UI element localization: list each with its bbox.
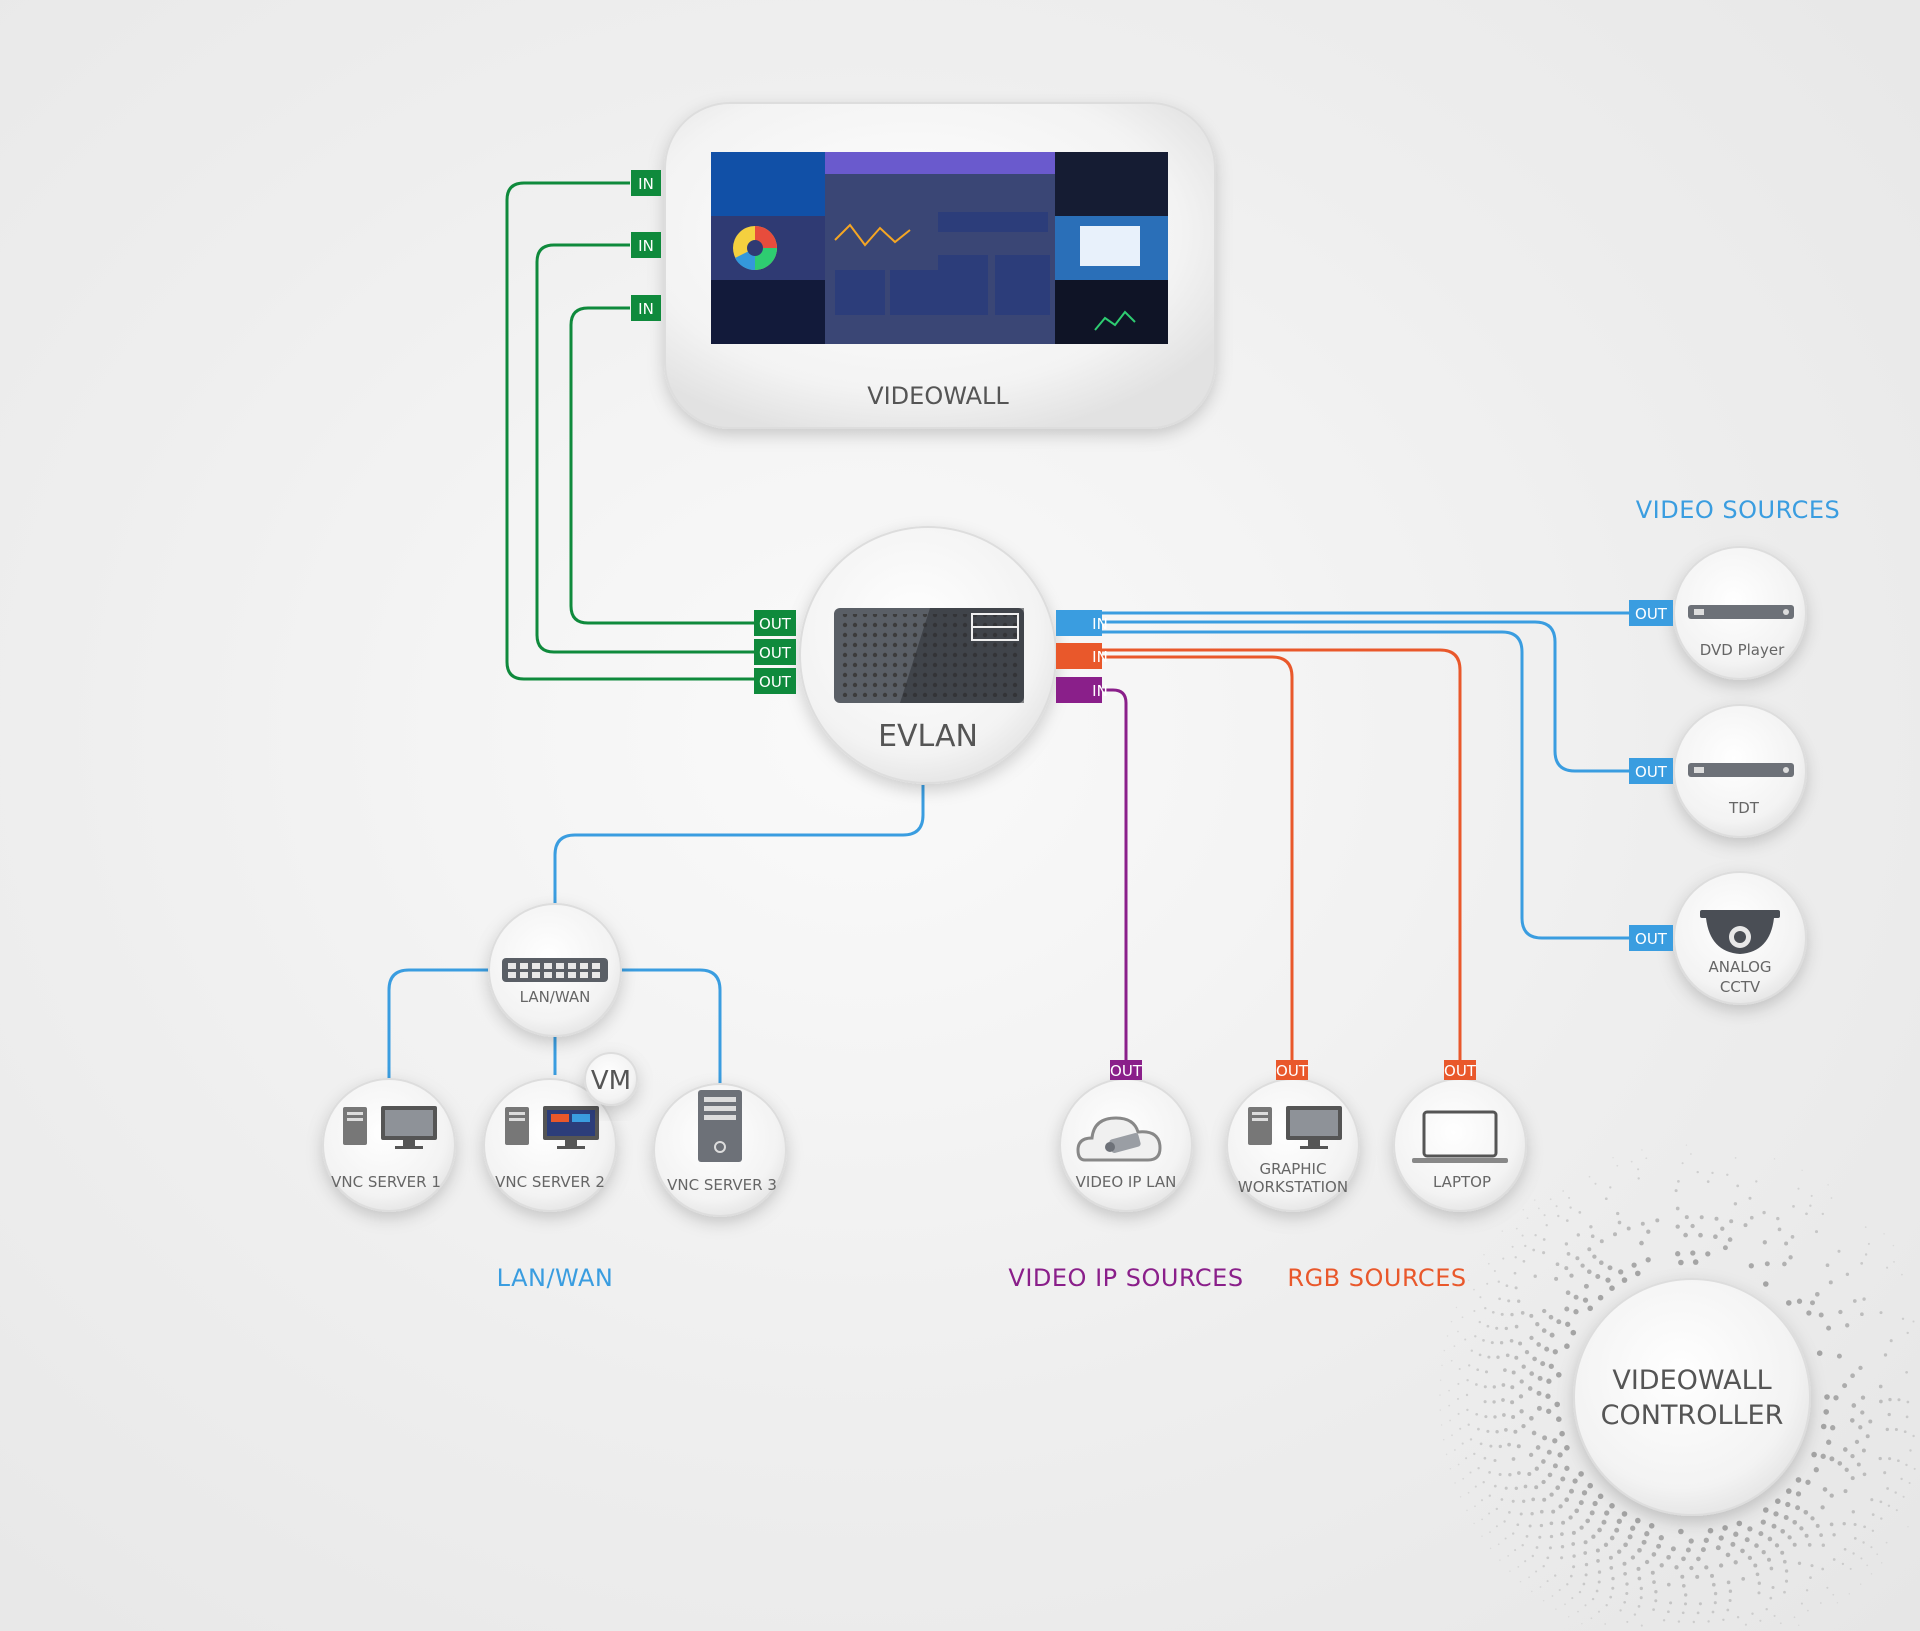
svg-text:OUT: OUT	[1444, 1062, 1477, 1080]
vnc-server-1-label: VNC SERVER 1	[331, 1173, 441, 1191]
videowall-node[interactable]: VIDEOWALL IN IN IN	[631, 103, 1215, 428]
evlan-in-port-1: IN	[1056, 610, 1108, 636]
videowall-screen	[711, 152, 1168, 344]
controller-label-line2: CONTROLLER	[1601, 1400, 1784, 1431]
svg-text:OUT: OUT	[1635, 763, 1668, 781]
evlan-device-icon	[834, 608, 1024, 703]
svg-text:IN: IN	[638, 175, 654, 193]
evlan-in-port-2: IN	[1056, 643, 1108, 669]
dvd-player-label: DVD Player	[1700, 641, 1785, 659]
svg-text:OUT: OUT	[1276, 1062, 1309, 1080]
lan-wan-title: LAN/WAN	[497, 1264, 614, 1292]
purple-link-videoip	[1100, 690, 1126, 1062]
controller-label-line1: VIDEOWALL	[1612, 1365, 1771, 1396]
lan-switch-node[interactable]: LAN/WAN	[489, 904, 621, 1036]
vnc-server-1-node[interactable]: VNC SERVER 1	[323, 1079, 455, 1211]
blue-link-vnc1	[389, 970, 500, 1085]
vnc-server-3-label: VNC SERVER 3	[667, 1176, 777, 1194]
rgb-sources-title: RGB SOURCES	[1287, 1264, 1466, 1292]
laptop-label: LAPTOP	[1433, 1173, 1491, 1191]
videowall-port-3: IN	[631, 295, 661, 321]
svg-text:OUT: OUT	[1635, 930, 1668, 948]
svg-text:IN: IN	[638, 300, 654, 318]
video-ip-lan-node[interactable]: VIDEO IP LAN OUT	[1060, 1060, 1192, 1211]
orange-link-laptop	[1100, 650, 1460, 1062]
evlan-out-port-1: OUT	[754, 610, 796, 636]
video-ip-lan-label: VIDEO IP LAN	[1076, 1173, 1177, 1191]
cctv-port: OUT	[1629, 925, 1673, 951]
svg-text:OUT: OUT	[759, 615, 792, 633]
workstation-port: OUT	[1276, 1060, 1309, 1080]
evlan-label: EVLAN	[878, 719, 978, 754]
server-tower-icon	[698, 1090, 742, 1162]
videowall-label: VIDEOWALL	[867, 382, 1009, 410]
svg-text:IN: IN	[1092, 615, 1108, 633]
tdt-receiver-icon	[1688, 763, 1794, 777]
svg-text:OUT: OUT	[759, 644, 792, 662]
vnc-server-2-node[interactable]: VNC SERVER 2 VM	[484, 1053, 637, 1211]
orange-link-workstation	[1100, 657, 1292, 1062]
evlan-out-port-3: OUT	[754, 668, 796, 694]
svg-text:VM: VM	[591, 1066, 631, 1096]
video-sources-title: VIDEO SOURCES	[1636, 496, 1841, 524]
tdt-node[interactable]: TDT OUT	[1629, 705, 1806, 837]
svg-text:IN: IN	[638, 237, 654, 255]
cctv-node[interactable]: ANALOG CCTV OUT	[1629, 872, 1806, 1004]
lan-switch-label: LAN/WAN	[520, 988, 591, 1006]
vm-badge: VM	[585, 1053, 637, 1105]
blue-link-cctv	[1100, 632, 1640, 938]
videowall-port-1: IN	[631, 170, 661, 196]
blue-link-tdt	[1100, 622, 1640, 771]
evlan-out-port-2: OUT	[754, 639, 796, 665]
network-switch-icon	[502, 958, 608, 982]
blue-link-evlan-lan	[555, 785, 923, 930]
svg-text:OUT: OUT	[759, 673, 792, 691]
vnc-server-2-label: VNC SERVER 2	[495, 1173, 605, 1191]
video-ip-port: OUT	[1110, 1060, 1143, 1080]
tdt-port: OUT	[1629, 758, 1673, 784]
vnc-server-3-node[interactable]: VNC SERVER 3	[654, 1084, 786, 1216]
dvd-player-icon	[1688, 605, 1794, 619]
cctv-label-line2: CCTV	[1720, 978, 1761, 996]
svg-text:IN: IN	[1092, 682, 1108, 700]
dvd-player-node[interactable]: DVD Player OUT	[1629, 547, 1806, 679]
evlan-in-port-3: IN	[1056, 677, 1108, 703]
laptop-node[interactable]: LAPTOP OUT	[1394, 1060, 1526, 1211]
svg-text:IN: IN	[1092, 648, 1108, 666]
tdt-label: TDT	[1728, 799, 1760, 817]
graphic-workstation-label-line2: WORKSTATION	[1238, 1178, 1348, 1196]
graphic-workstation-node[interactable]: GRAPHIC WORKSTATION OUT	[1227, 1060, 1359, 1211]
dvd-player-port: OUT	[1629, 600, 1673, 626]
evlan-node[interactable]: EVLAN OUT OUT OUT IN IN IN	[754, 527, 1108, 783]
videowall-controller-node[interactable]: VIDEOWALL CONTROLLER	[1574, 1279, 1810, 1515]
cctv-label-line1: ANALOG	[1709, 958, 1772, 976]
svg-text:OUT: OUT	[1110, 1062, 1143, 1080]
svg-text:OUT: OUT	[1635, 605, 1668, 623]
graphic-workstation-label-line1: GRAPHIC	[1260, 1160, 1327, 1178]
videowall-port-2: IN	[631, 232, 661, 258]
laptop-port: OUT	[1444, 1060, 1477, 1080]
video-ip-sources-title: VIDEO IP SOURCES	[1008, 1264, 1243, 1292]
